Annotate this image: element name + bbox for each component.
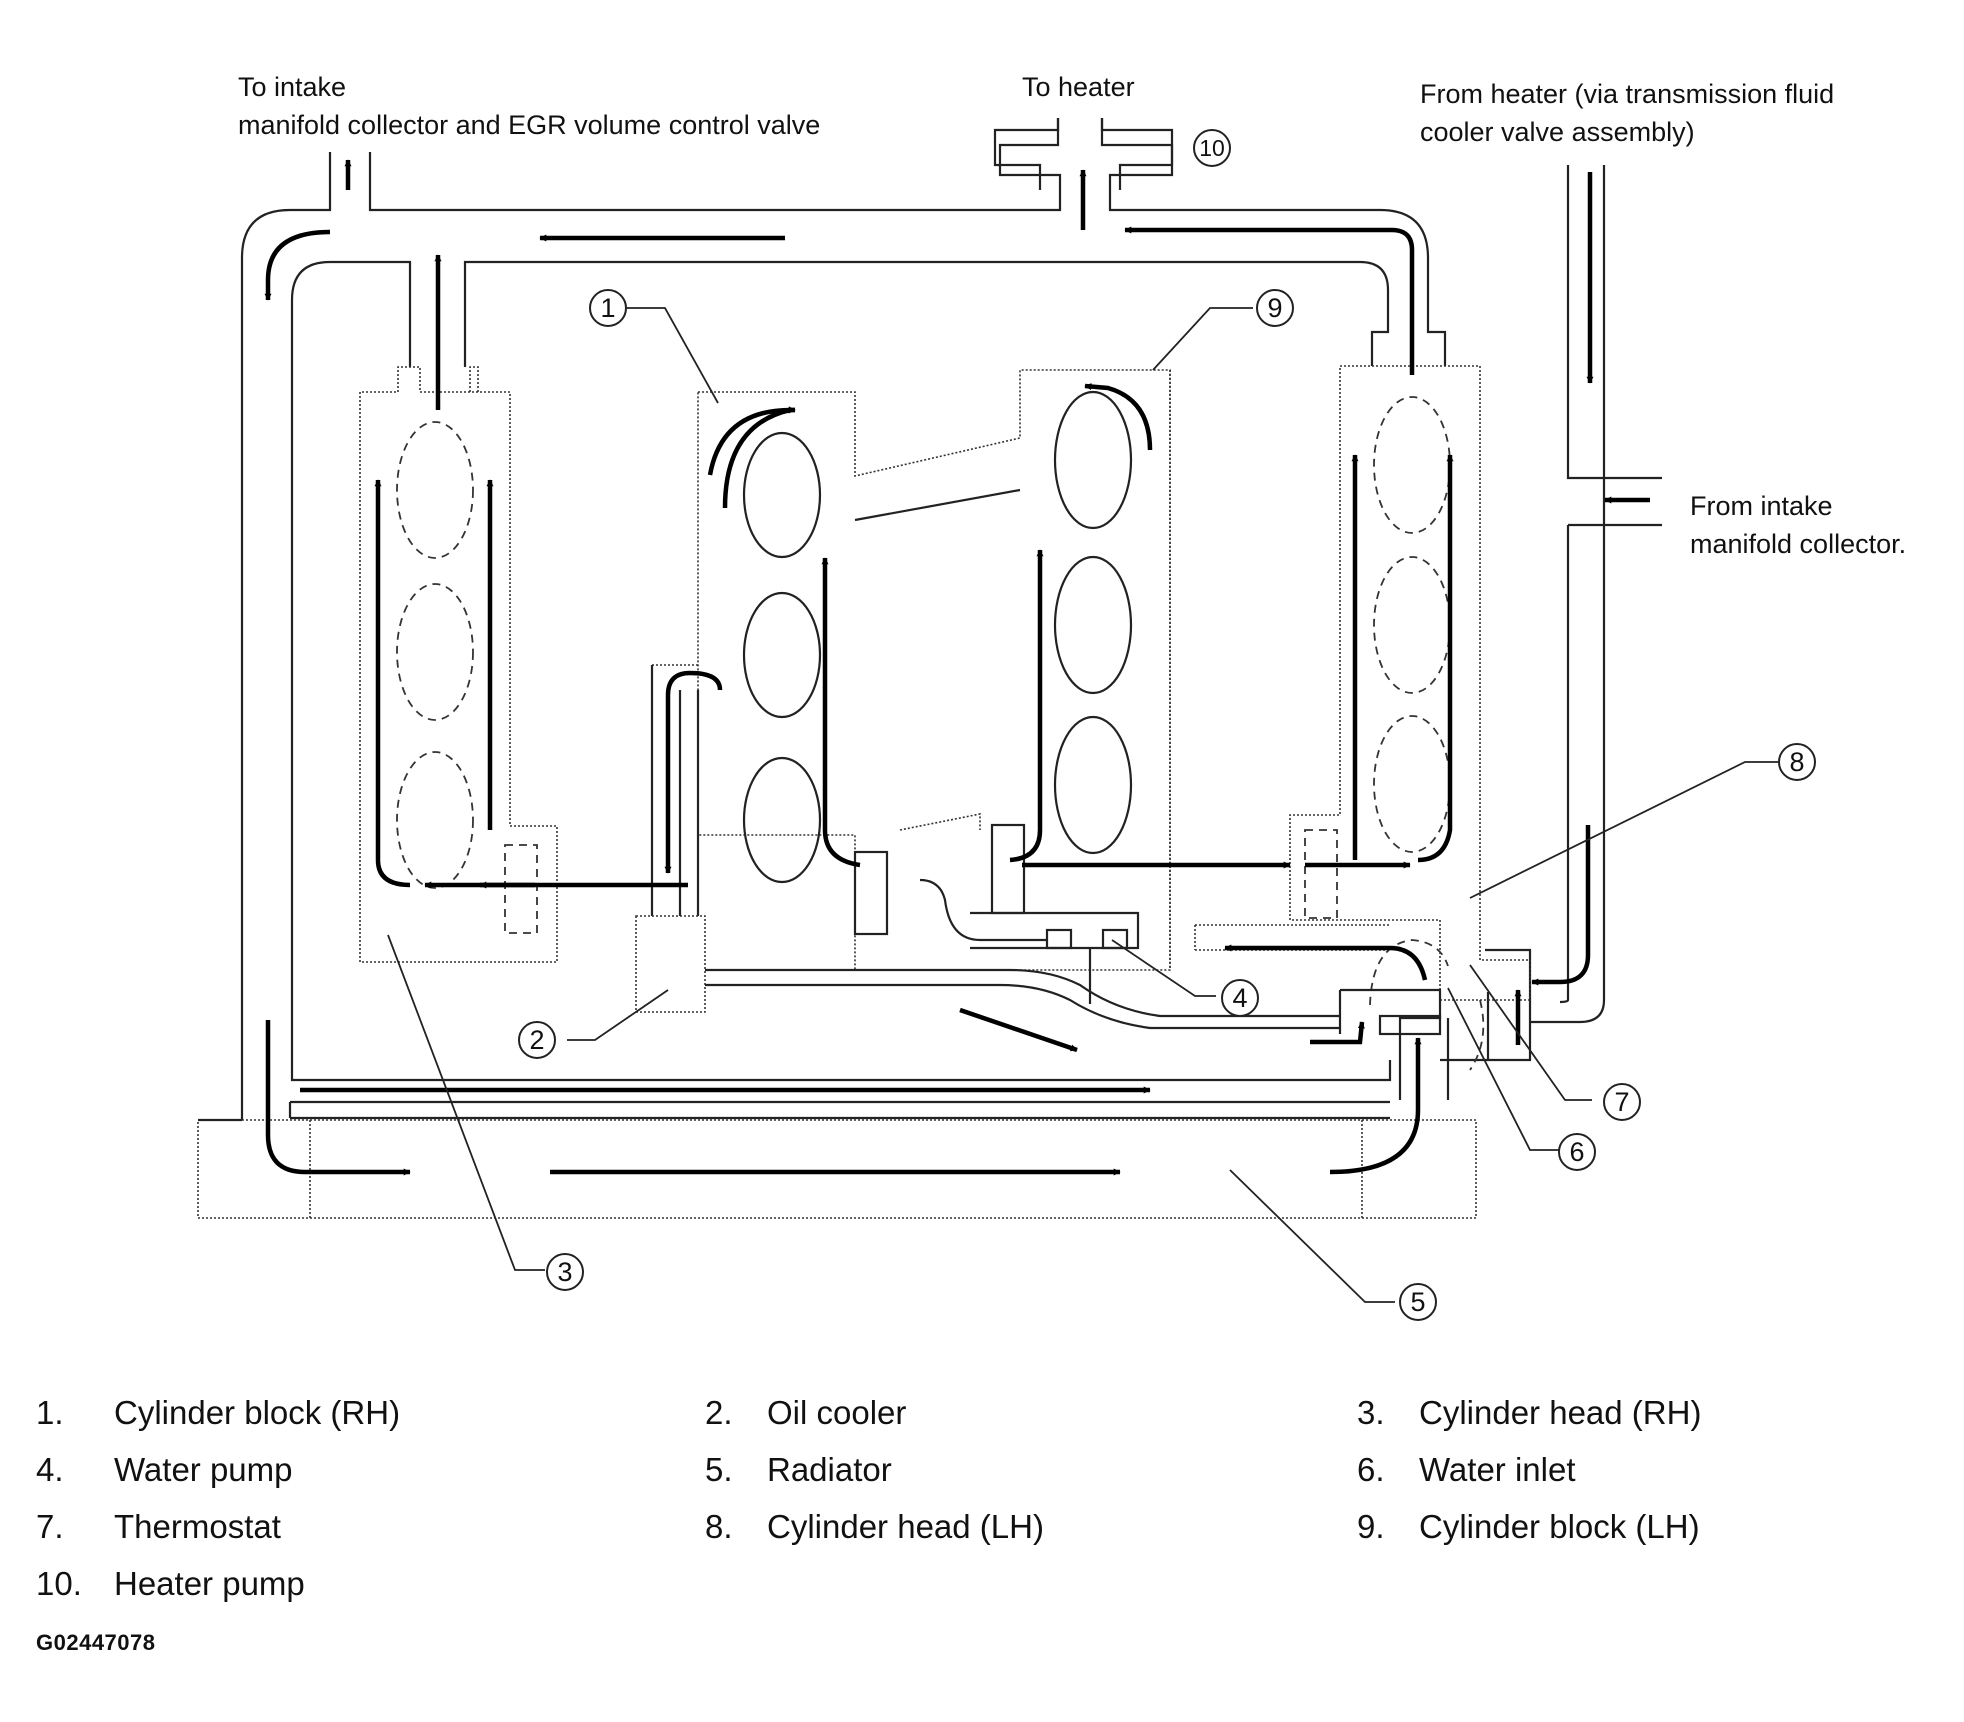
callout-8: 8	[1778, 743, 1816, 781]
legend-text: Heater pump	[114, 1565, 305, 1602]
callouts: 1 2 3 4 5 6 7 8	[518, 129, 1816, 1321]
svg-text:5: 5	[1410, 1287, 1425, 1317]
water-pump	[919, 878, 1140, 1004]
svg-text:8: 8	[1789, 747, 1804, 777]
legend-num: 4.	[36, 1451, 64, 1488]
callout-9: 9	[1256, 289, 1294, 327]
oil-cooler	[635, 664, 1340, 1030]
svg-text:7: 7	[1614, 1087, 1629, 1117]
legend-text: Cylinder head (RH)	[1419, 1394, 1702, 1431]
figure-code: G02447078	[36, 1630, 156, 1655]
legend-num: 7.	[36, 1508, 64, 1545]
cylinder-block-rh	[697, 369, 1171, 971]
legend-num: 5.	[705, 1451, 733, 1488]
label-to-heater: To heater	[1022, 72, 1135, 102]
callout-5: 5	[1399, 1283, 1437, 1321]
svg-text:9: 9	[1267, 293, 1282, 323]
label-from-intake-2: manifold collector.	[1690, 529, 1906, 559]
legend-text: Radiator	[767, 1451, 892, 1488]
cylinder-head-rh	[359, 366, 558, 963]
legend-num: 8.	[705, 1508, 733, 1545]
legend-num: 9.	[1357, 1508, 1385, 1545]
label-from-heater-1: From heater (via transmission fluid	[1420, 79, 1834, 109]
coolant-piping	[240, 118, 1662, 1120]
callout-1: 1	[589, 289, 627, 327]
legend-num: 6.	[1357, 1451, 1385, 1488]
svg-text:10: 10	[1199, 135, 1225, 161]
radiator	[197, 1118, 1477, 1219]
label-from-heater-2: cooler valve assembly)	[1420, 117, 1695, 147]
legend-num: 10.	[36, 1565, 82, 1602]
svg-text:2: 2	[529, 1025, 544, 1055]
svg-text:3: 3	[557, 1257, 572, 1287]
svg-text:1: 1	[600, 293, 615, 323]
thermostat-inlet	[1194, 924, 1485, 1100]
callout-7: 7	[1603, 1083, 1641, 1121]
legend-num: 1.	[36, 1394, 64, 1431]
svg-text:6: 6	[1569, 1137, 1584, 1167]
legend-text: Water inlet	[1419, 1451, 1576, 1488]
label-from-intake-1: From intake	[1690, 491, 1833, 521]
cylinder-block-lh	[899, 370, 1171, 970]
label-to-intake-2: manifold collector and EGR volume contro…	[238, 110, 820, 140]
legend-text: Cylinder head (LH)	[767, 1508, 1044, 1545]
legend-text: Cylinder block (LH)	[1419, 1508, 1700, 1545]
callout-10: 10	[1193, 129, 1231, 167]
legend-num: 2.	[705, 1394, 733, 1431]
legend-text: Oil cooler	[767, 1394, 907, 1431]
legend-text: Cylinder block (RH)	[114, 1394, 401, 1431]
callout-4: 4	[1221, 979, 1259, 1017]
callout-leaders	[387, 307, 1780, 1303]
callout-6: 6	[1558, 1133, 1596, 1171]
svg-text:4: 4	[1232, 983, 1247, 1013]
heater-pump	[993, 118, 1174, 190]
legend-num: 3.	[1357, 1394, 1385, 1431]
label-to-intake-1: To intake	[238, 72, 346, 102]
cylinder-head-lh	[1289, 365, 1531, 1001]
legend-text: Thermostat	[114, 1508, 281, 1545]
legend-text: Water pump	[114, 1451, 293, 1488]
flow-arrows	[264, 159, 1650, 1176]
callout-2: 2	[518, 1021, 556, 1059]
callout-3: 3	[546, 1253, 584, 1291]
